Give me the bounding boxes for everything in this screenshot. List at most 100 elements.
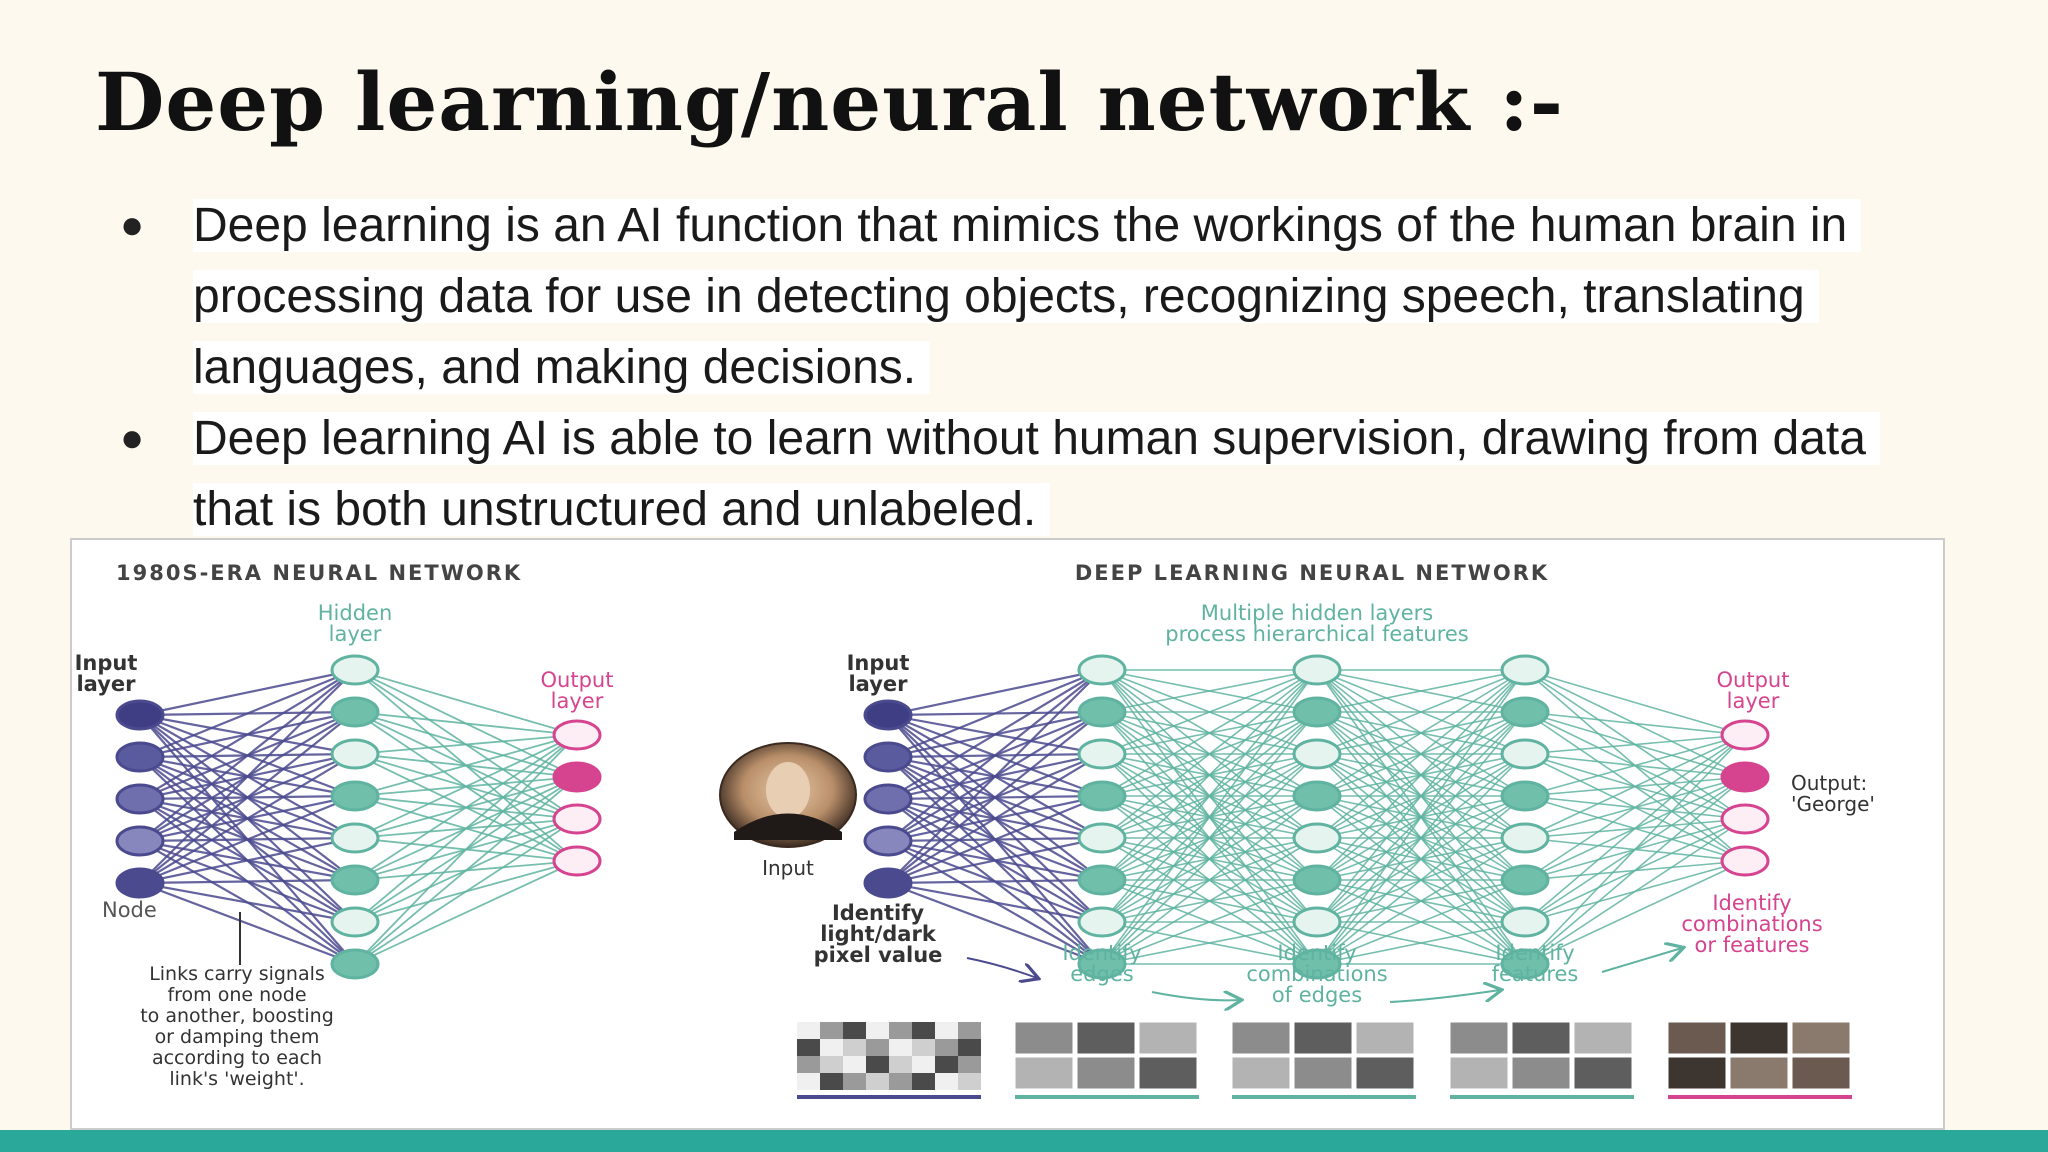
pixel-tile (912, 1073, 935, 1090)
network-node (115, 699, 165, 731)
pixel-tile (935, 1039, 958, 1056)
feature-tile (1667, 1056, 1727, 1090)
network-link (354, 860, 578, 965)
feature-tile (1449, 1056, 1509, 1090)
pixel-tile (866, 1073, 889, 1090)
network-node (863, 699, 913, 731)
network-link (1524, 734, 1746, 923)
feature-tile (1511, 1021, 1571, 1055)
feature-tile (1511, 1056, 1571, 1090)
network-link (354, 711, 578, 736)
pixel-tile (912, 1056, 935, 1073)
network-link (1524, 734, 1746, 965)
network-node (1500, 906, 1550, 938)
pixel-tile (820, 1022, 843, 1039)
network-node (552, 803, 602, 835)
network-node (1500, 654, 1550, 686)
network-node (1292, 738, 1342, 770)
pixel-tile (820, 1073, 843, 1090)
network-link (1524, 734, 1746, 839)
network-link (887, 881, 1103, 966)
network-node (552, 845, 602, 877)
network-node (1720, 761, 1770, 793)
network-link (1316, 669, 1526, 881)
pixel-tile (912, 1039, 935, 1056)
pixel-tile (889, 1039, 912, 1056)
pixel-tile (843, 1056, 866, 1073)
network-link (139, 669, 356, 884)
feature-tile (1449, 1021, 1509, 1055)
network-link (1316, 669, 1526, 839)
feature-tile (1138, 1056, 1198, 1090)
feature-tile (1138, 1021, 1198, 1055)
pixel-tile (958, 1022, 981, 1039)
network-node (1720, 803, 1770, 835)
network-link (1101, 669, 1318, 797)
feature-tile (1293, 1056, 1353, 1090)
network-link (1101, 753, 1318, 965)
network-link (1101, 669, 1318, 923)
network-link (139, 881, 356, 966)
feature-tile (1729, 1056, 1789, 1090)
arrow-to-output-features (1601, 948, 1682, 973)
network-node (1077, 654, 1127, 686)
pixel-tile (889, 1073, 912, 1090)
feature-tile (1231, 1056, 1291, 1090)
network-link (1316, 669, 1526, 755)
portrait-coat (734, 813, 842, 840)
pixel-tile (820, 1039, 843, 1056)
network-link (1101, 837, 1318, 965)
network-node (330, 906, 380, 938)
network-link (1524, 860, 1746, 965)
pixel-tile (843, 1039, 866, 1056)
network-node (330, 864, 380, 896)
network-node (1292, 654, 1342, 686)
network-link (1101, 669, 1318, 965)
network-link (1101, 669, 1318, 755)
pixel-tile (866, 1056, 889, 1073)
pixel-tile (958, 1039, 981, 1056)
network-node (1292, 822, 1342, 854)
network-link (887, 753, 1103, 884)
feature-tile (1729, 1021, 1789, 1055)
network-link (887, 668, 1103, 759)
network-link (887, 794, 1103, 885)
network-link (139, 881, 356, 924)
network-node (1500, 948, 1550, 980)
network-link (354, 734, 578, 923)
network-link (1101, 669, 1318, 713)
pixel-tile (866, 1022, 889, 1039)
network-node (552, 761, 602, 793)
network-link (887, 669, 1103, 800)
network-link (1524, 734, 1746, 755)
network-link (1524, 734, 1746, 881)
pixel-tile (843, 1022, 866, 1039)
network-link (1101, 921, 1318, 965)
feature-tile (1573, 1021, 1633, 1055)
bullet-dot-icon: ● (120, 203, 145, 247)
network-node (863, 825, 913, 857)
network-node (1720, 719, 1770, 751)
network-link (887, 668, 1103, 717)
network-node (1292, 780, 1342, 812)
network-link (1101, 795, 1318, 965)
network-link (354, 734, 578, 755)
network-link (354, 734, 578, 797)
feature-tile (1355, 1021, 1415, 1055)
network-link (887, 711, 1103, 884)
footer-bar (0, 1130, 2048, 1152)
pixel-tile (912, 1022, 935, 1039)
pixel-tile (797, 1022, 820, 1039)
network-node (115, 825, 165, 857)
network-link (887, 881, 1103, 924)
portrait-caption: Input (762, 856, 814, 880)
network-link (1101, 711, 1318, 965)
network-link (1316, 753, 1526, 965)
network-node (1292, 696, 1342, 728)
network-link (354, 734, 578, 965)
